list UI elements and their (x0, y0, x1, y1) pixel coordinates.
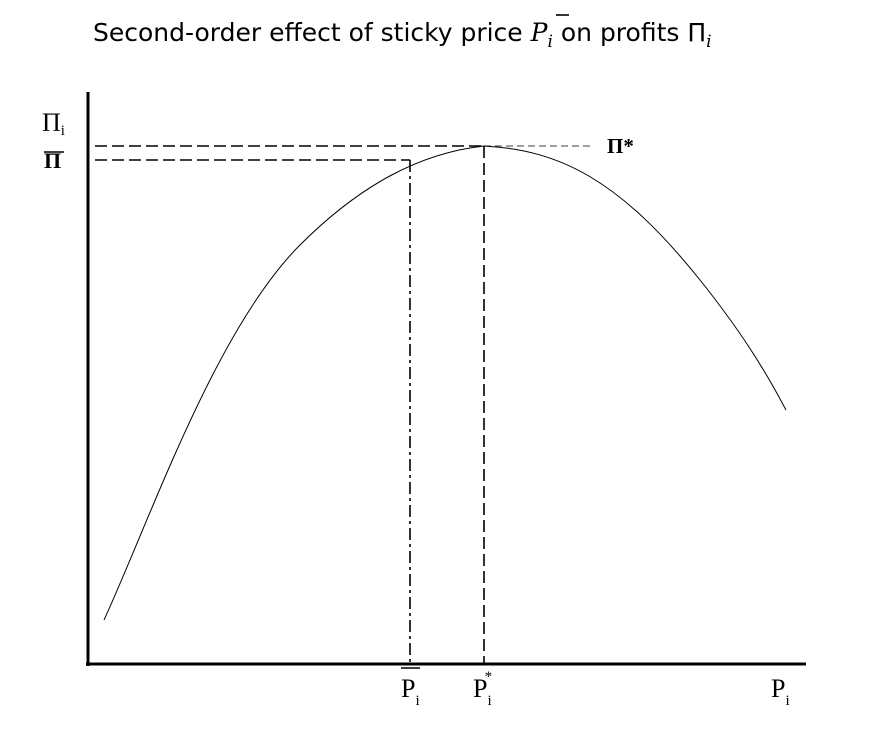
x-axis-label-symbol: P (771, 674, 785, 703)
tick-label-p-bar-subscript: i (415, 693, 419, 709)
tick-label-p-star: Pi * (473, 669, 492, 709)
title-profit-subscript: i (706, 32, 711, 52)
y-axis-label-symbol: Π (42, 108, 61, 137)
title-prefix: Second-order effect of sticky price (93, 18, 531, 47)
title-middle: on profits (553, 18, 687, 47)
profit-curve (103, 145, 787, 621)
y-axis-label-subscript: i (61, 123, 65, 139)
title-sticky-price-symbol: P (530, 18, 549, 47)
title-sticky-price-subscript: i (547, 32, 552, 52)
tick-label-pi-star: Π* (607, 134, 634, 158)
diagram-title: Second-order effect of sticky price Pi o… (93, 18, 712, 52)
y-axis-label: Πi (42, 108, 65, 139)
tick-label-pi-bar: Π (44, 148, 61, 173)
tick-label-p-star-symbol: P (473, 674, 487, 703)
title-profit-symbol: Π (687, 18, 706, 47)
tick-label-p-bar-symbol: P (401, 674, 415, 703)
tick-label-p-star-subscript: i (487, 693, 491, 709)
tick-label-p-star-superscript: * (485, 669, 493, 685)
tick-label-p-bar: Pi (401, 674, 420, 709)
x-axis-label-subscript: i (785, 693, 789, 709)
x-axis-label: Pi (771, 674, 790, 709)
